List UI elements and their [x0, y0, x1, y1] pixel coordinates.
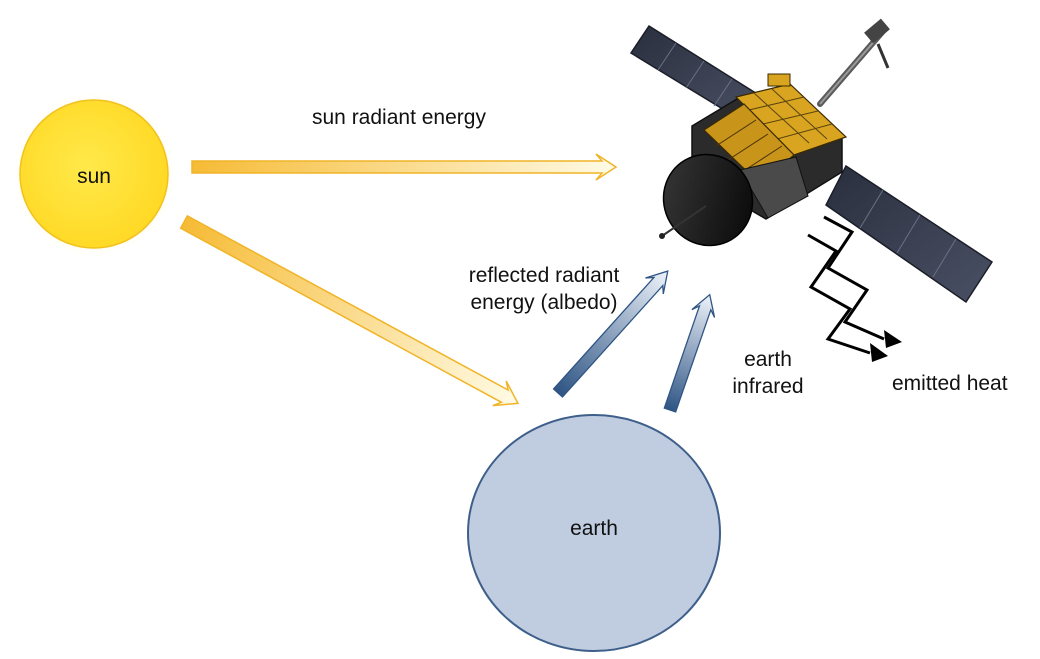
sun-radiant-energy-label: sun radiant energy	[312, 106, 486, 129]
earth-infrared-line1: earth	[744, 348, 792, 371]
earth-label: earth	[570, 517, 618, 540]
earth-infrared-arrow	[663, 293, 716, 413]
emitted-heat-label: emitted heat	[892, 372, 1008, 395]
sun-to-earth-arrow	[179, 214, 520, 407]
reflected-label-line1: reflected radiant	[468, 264, 620, 287]
earth-infrared-label: earth infrared	[716, 346, 820, 400]
emitted-heat-arrows	[807, 215, 902, 362]
sun-icon	[10, 90, 178, 258]
reflected-radiant-energy-label: reflected radiant energy (albedo)	[446, 262, 642, 316]
sun-radiant-energy-arrow	[191, 153, 618, 181]
albedo-arrow	[552, 270, 669, 398]
satellite-icon	[629, 18, 994, 304]
reflected-label-line2: energy (albedo)	[470, 291, 618, 314]
earth-infrared-line2: infrared	[732, 375, 804, 398]
sun-label: sun	[77, 165, 111, 188]
earth-icon	[467, 414, 721, 652]
